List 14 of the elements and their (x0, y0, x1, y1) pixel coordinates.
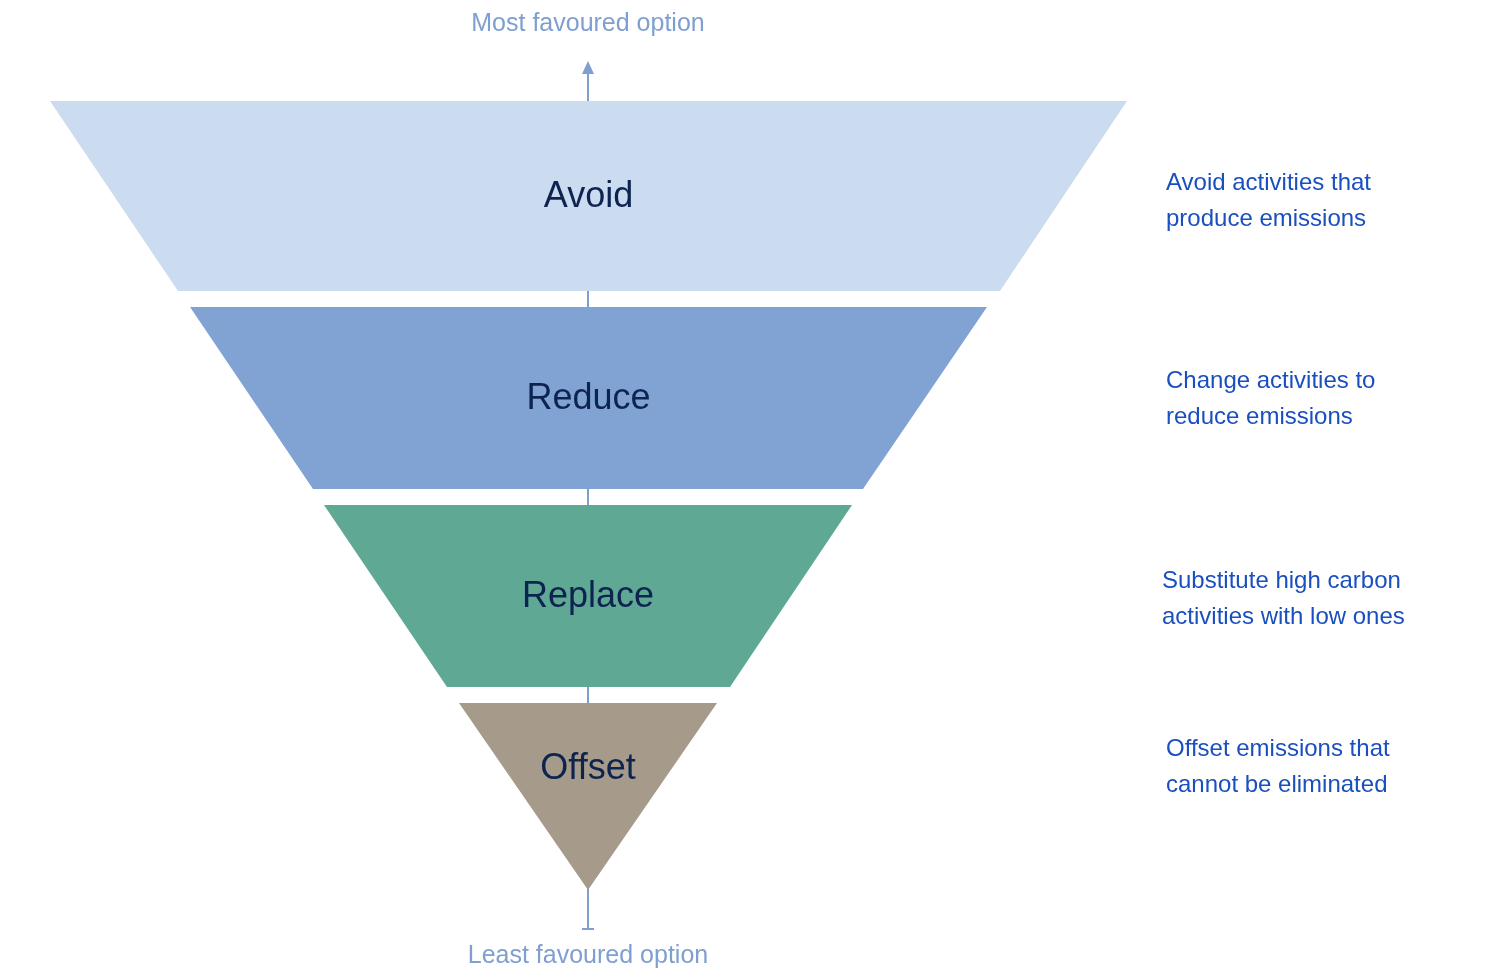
description-text: Avoid activities that produce emissions (1166, 167, 1372, 233)
description-text: Offset emissions that cannot be eliminated (1166, 733, 1391, 799)
funnel-tier (50, 101, 1127, 291)
funnel-tier (190, 307, 987, 489)
funnel-tier (324, 505, 852, 687)
tier-label: Replace (521, 574, 655, 616)
tier-label: Reduce (526, 376, 651, 418)
axis-label: Most favoured option (471, 8, 705, 37)
funnel-tier (459, 703, 717, 890)
axis-label: Least favoured option (467, 940, 709, 969)
description-text: Substitute high carbon activities with low ones (1162, 565, 1406, 631)
description-text: Change activities to reduce emissions (1166, 365, 1377, 431)
tier-label: Avoid (543, 174, 634, 216)
tier-label: Offset (540, 746, 636, 789)
